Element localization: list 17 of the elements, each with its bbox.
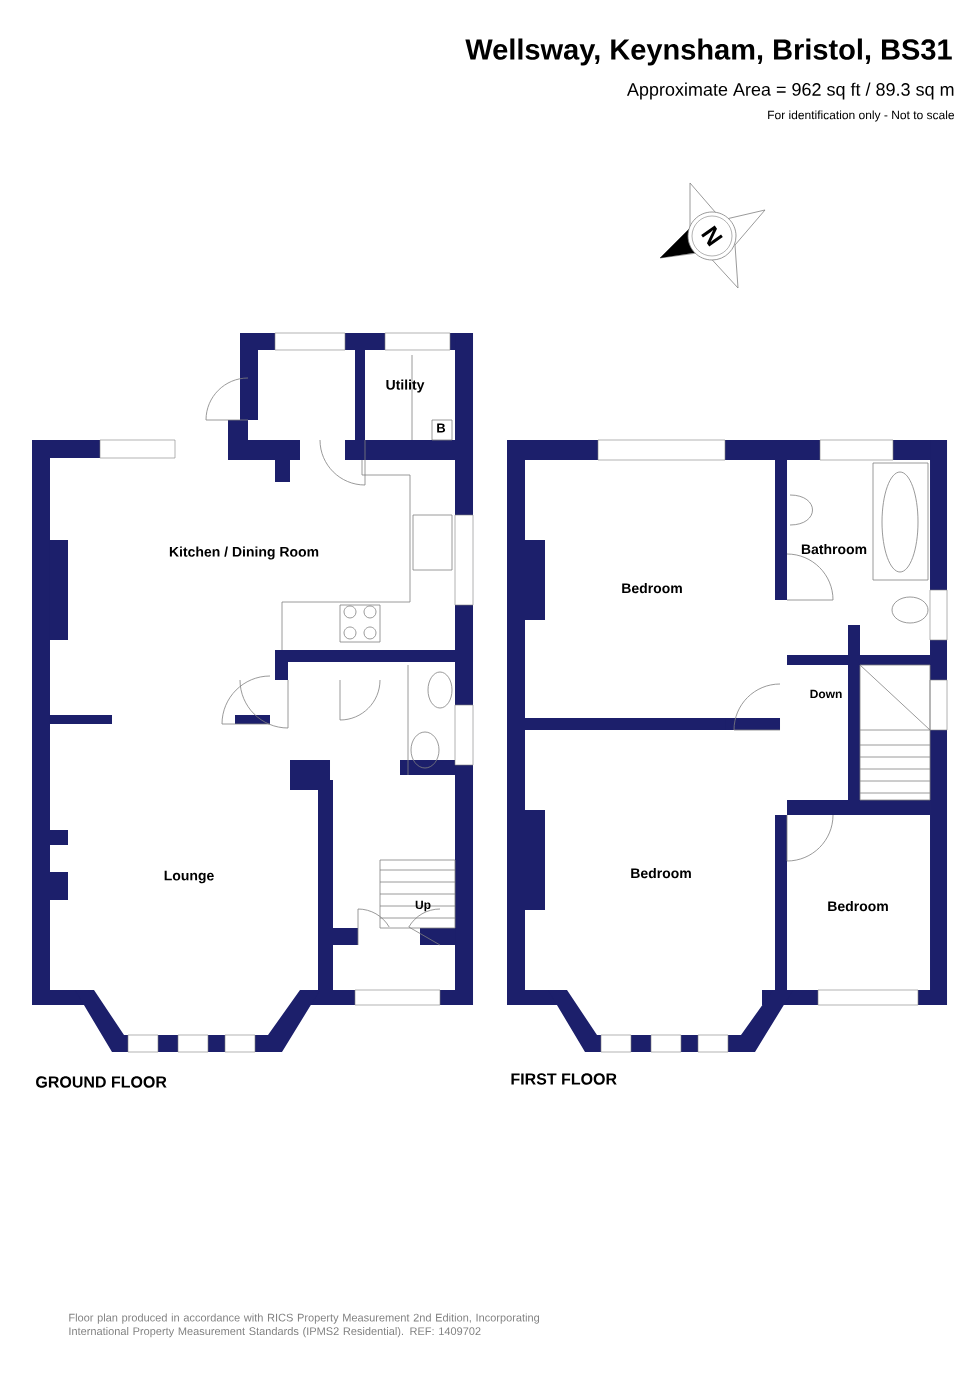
- boiler-label: B: [437, 423, 446, 433]
- stair-label: Up: [415, 900, 431, 912]
- room-label: Bedroom: [622, 582, 682, 594]
- area-note: Approximate Area = 962 sq ft / 89.3 sq m: [626, 82, 954, 100]
- room-label: Bathroom: [801, 543, 867, 555]
- room-label: Lounge: [164, 870, 214, 884]
- floor-label: GROUND FLOOR: [36, 1076, 167, 1088]
- scale-note: For identification only - Not to scale: [768, 110, 955, 122]
- compass-label: N: [701, 225, 723, 247]
- floor-label: FIRST FLOOR: [511, 1073, 617, 1085]
- room-label: Utility: [386, 379, 425, 393]
- footer-note: Floor plan produced in accordance with RICS Property Measurement 2nd Edition, Incorporating International Property Measurement Standards (IPMS2 Residential). REF: 1409702: [69, 1313, 540, 1338]
- title: Wellsway, Keynsham, Bristol, BS31: [465, 38, 952, 66]
- room-label: Bedroom: [828, 900, 888, 912]
- room-label: Kitchen / Dining Room: [169, 546, 319, 560]
- room-label: Bedroom: [631, 867, 691, 879]
- stair-label: Down: [810, 689, 842, 699]
